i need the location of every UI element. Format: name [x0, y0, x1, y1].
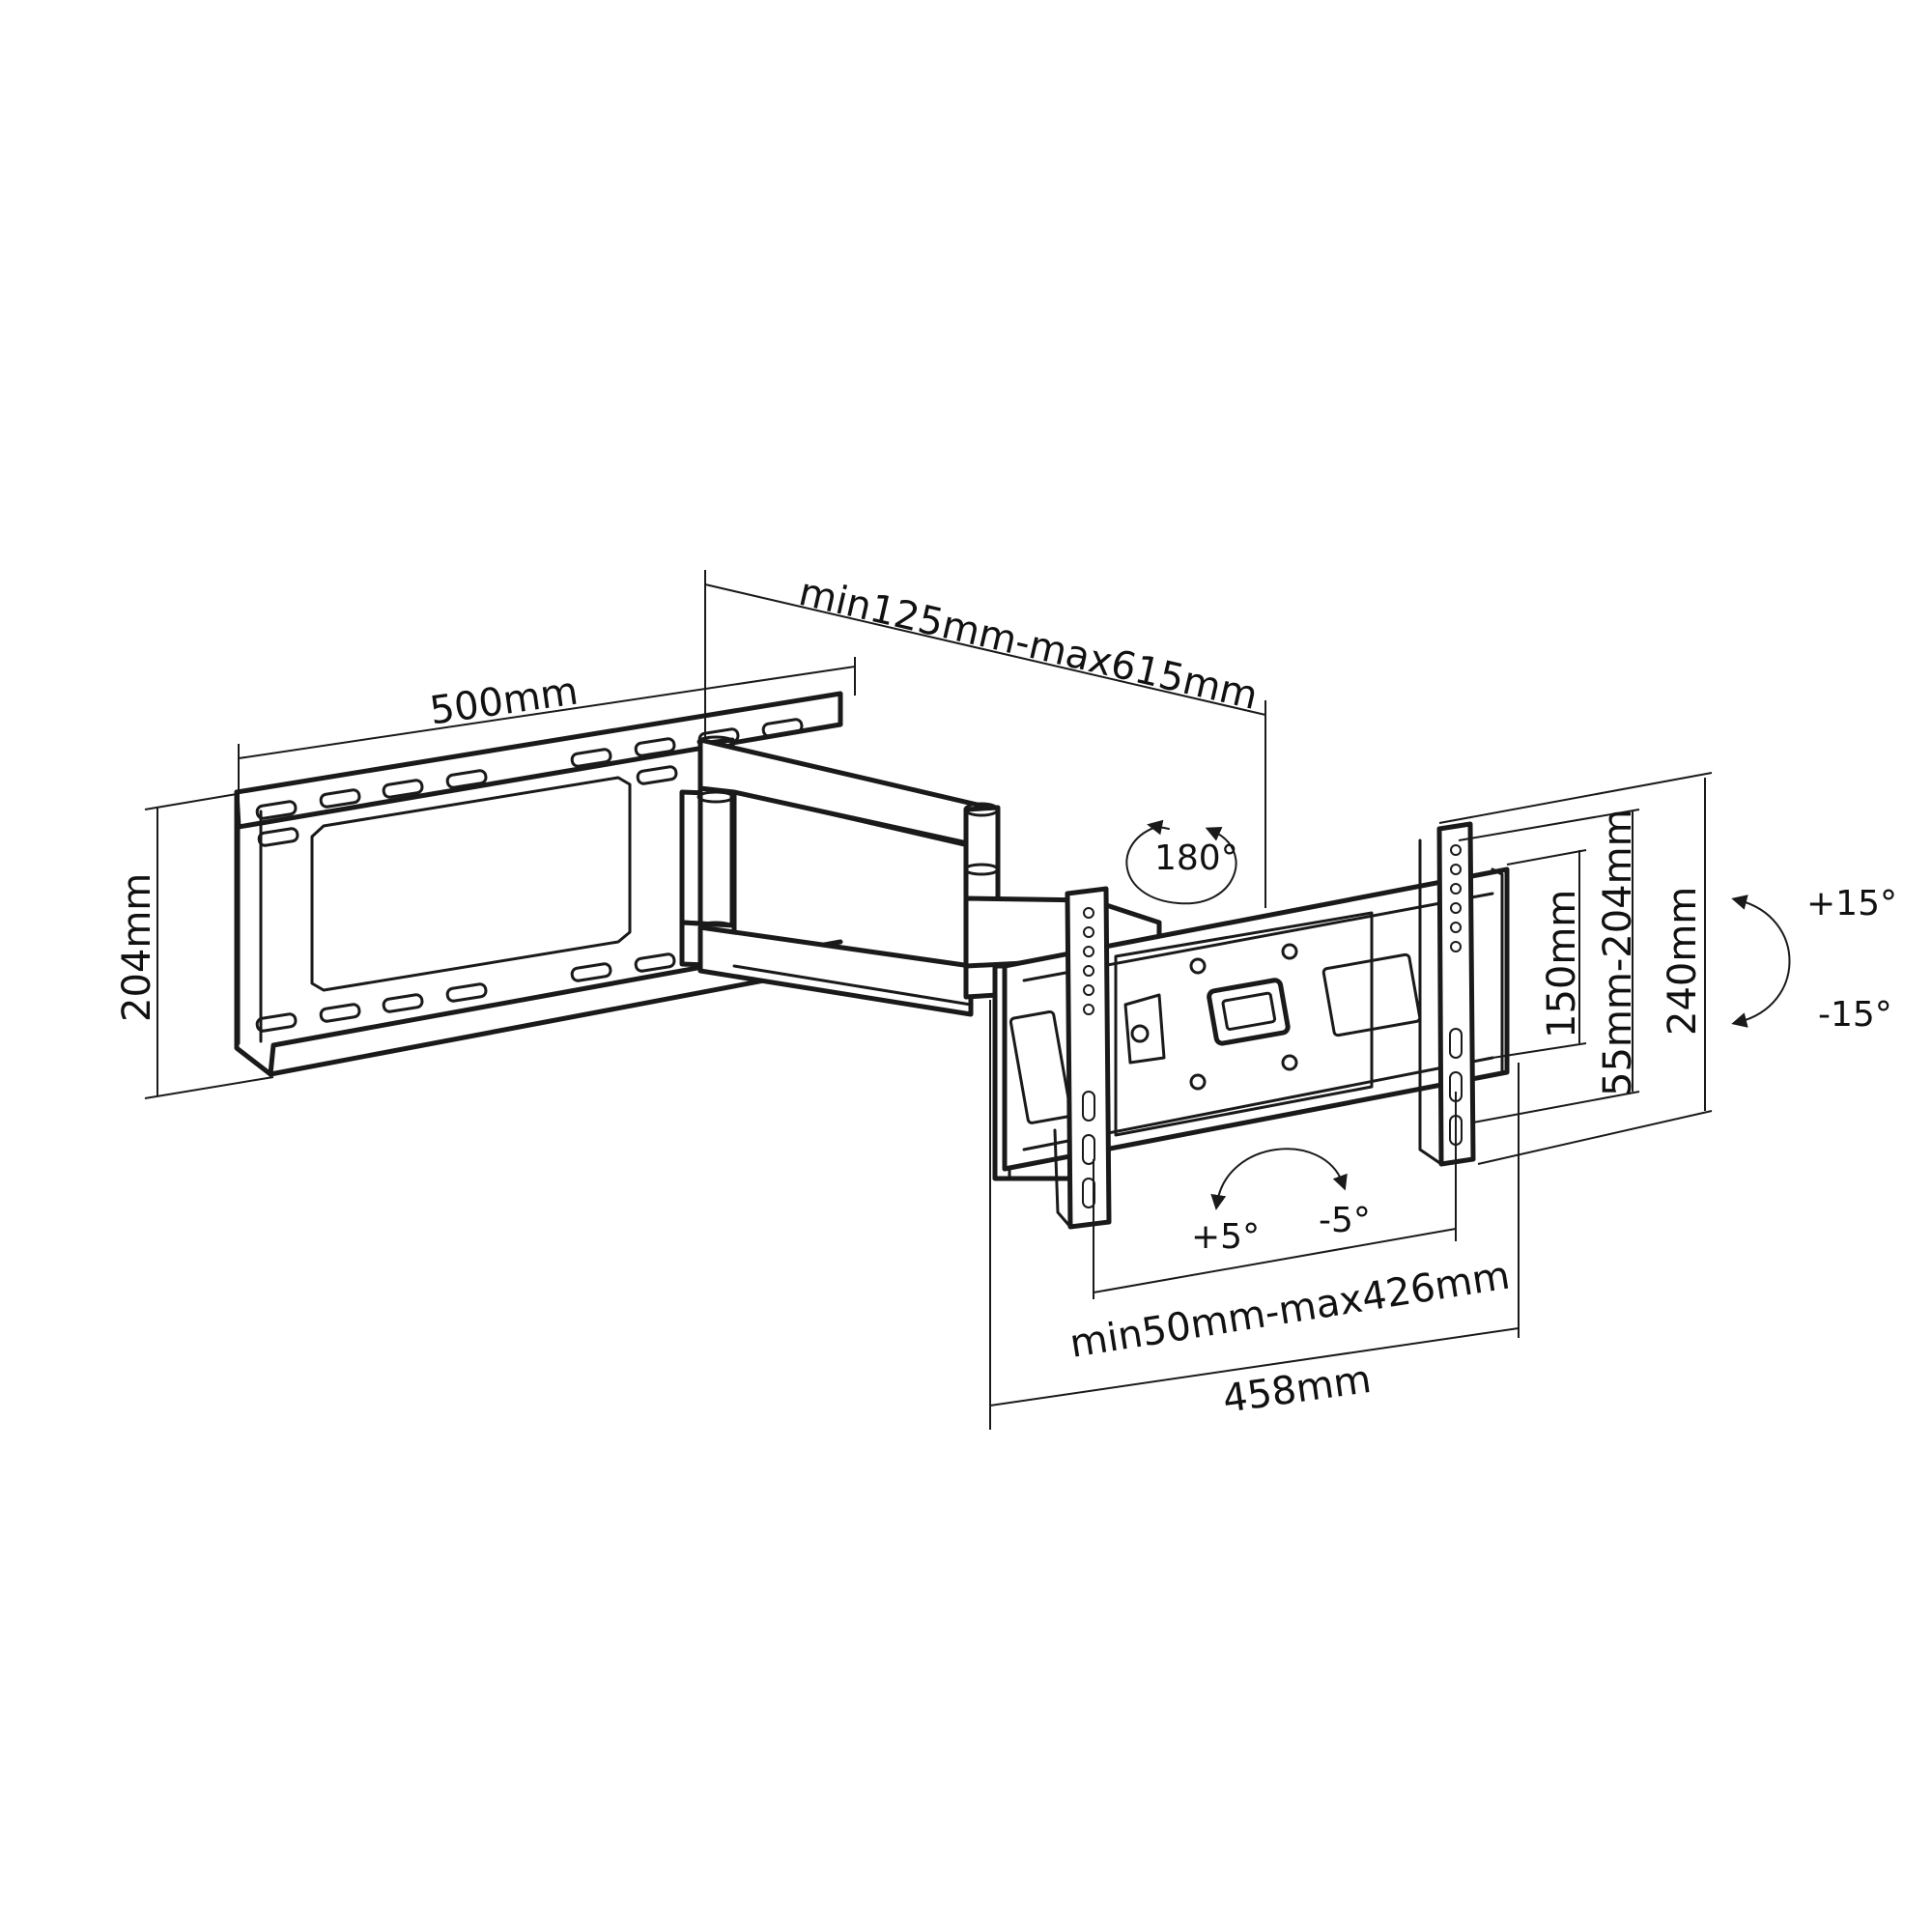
rail-hole-range-label: 55mm-204mm — [1596, 809, 1640, 1096]
tv-bracket — [1002, 821, 1510, 1230]
rotate-arrow-icon — [1210, 1148, 1348, 1210]
right-vertical-rail — [1418, 821, 1504, 1167]
tilt-down-label: -15° — [1818, 995, 1892, 1035]
dimension-lines — [144, 570, 1713, 1430]
swivel-angle-label: 180° — [1154, 838, 1238, 878]
vesa-range-label: min50mm-max426mm — [1066, 1253, 1513, 1366]
tilt-up-label: +15° — [1806, 884, 1897, 923]
tv-bracket-width-label: 458mm — [1220, 1357, 1374, 1422]
arm-extension-label: min125mm-max615mm — [795, 570, 1262, 719]
rotate-plus-label: +5° — [1191, 1217, 1260, 1257]
wall-plate — [234, 691, 843, 1077]
center-plate-height-label: 150mm — [1540, 890, 1584, 1038]
wall-plate-height-label: 204mm — [115, 873, 159, 1022]
swivel-arrow-icon — [1125, 819, 1237, 905]
wall-plate-bottom-slots — [255, 952, 676, 1033]
rotate-minus-label: -5° — [1319, 1201, 1371, 1240]
wall-plate-width-label: 500mm — [427, 669, 581, 734]
tilt-arrow-icon — [1731, 895, 1791, 1028]
tv-bracket-height-label: 240mm — [1661, 887, 1705, 1036]
wall-plate-top-slots — [255, 718, 804, 847]
